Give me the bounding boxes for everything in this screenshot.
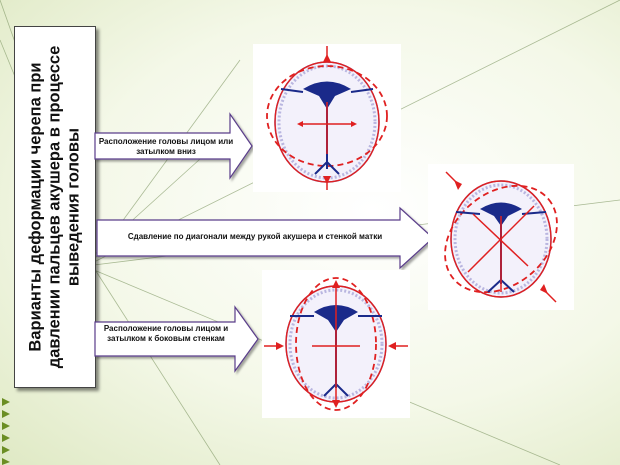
skull-image-1: [253, 44, 401, 192]
skull-image-3: [262, 270, 410, 418]
title-box: Варианты деформации черепа при давлении …: [14, 26, 96, 388]
arrow-label-3: Расположение головы лицом и затылком к б…: [103, 324, 229, 343]
arrow-label-2: Сдавление по диагонали между рукой акуше…: [127, 232, 383, 241]
arrow-label-1: Расположение головы лицом или затылком в…: [98, 137, 234, 156]
skull-image-2: [428, 164, 574, 310]
arrow-shape-3: [94, 305, 259, 373]
bullet-arrows: [2, 398, 10, 465]
arrow-shape-1: [94, 112, 253, 180]
arrow-shape-2: [96, 206, 434, 270]
